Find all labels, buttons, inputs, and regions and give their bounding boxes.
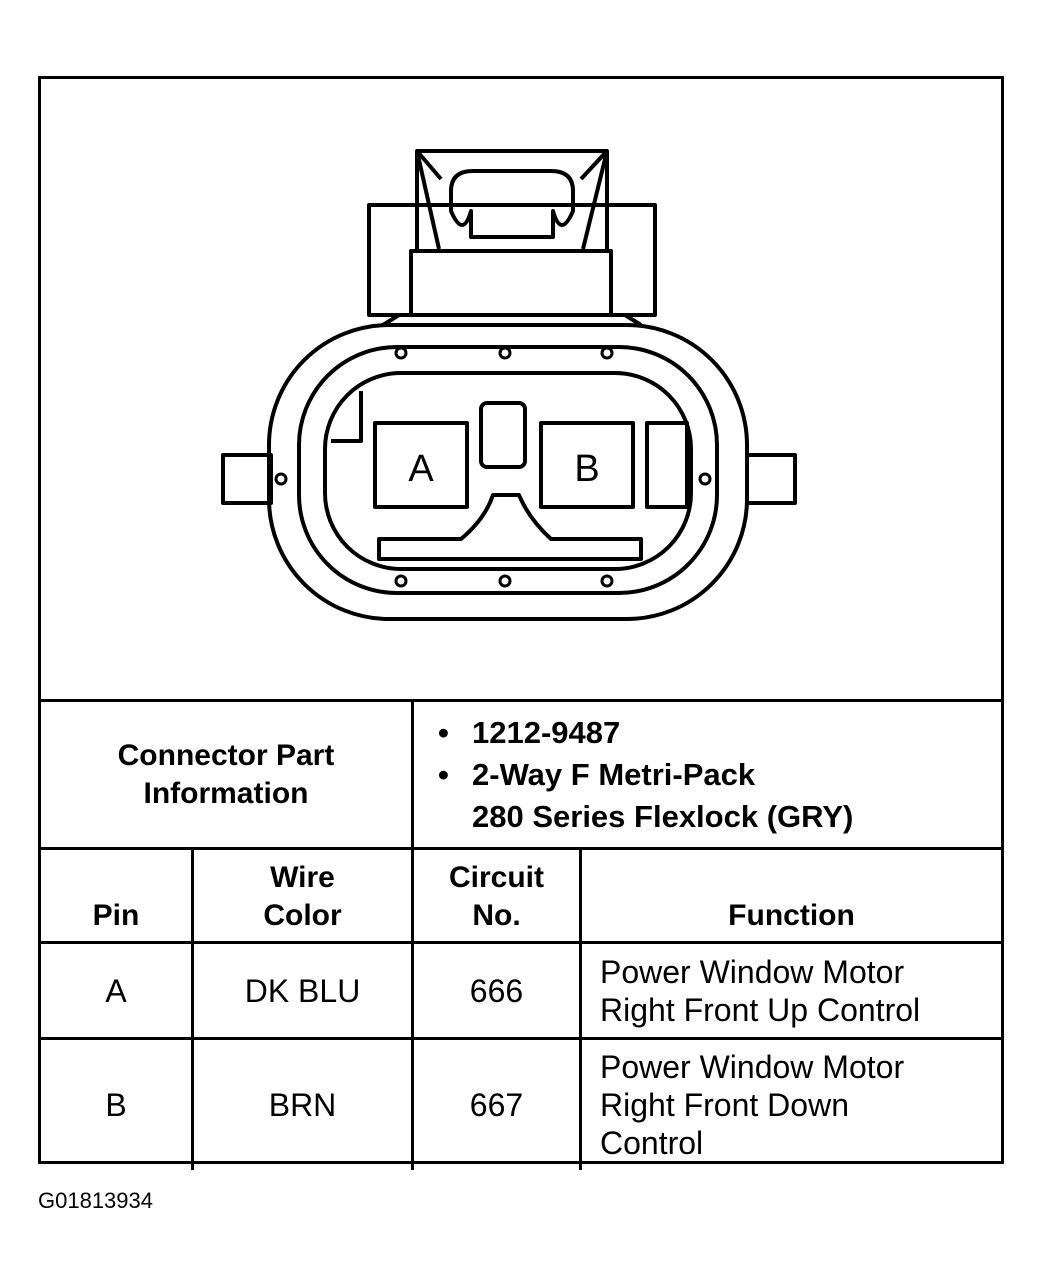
lower-key: [377, 493, 643, 561]
table-header-row: Pin Wire Color Circuit No. Function: [41, 850, 1001, 944]
header-circuit: Circuit No.: [411, 850, 579, 941]
part-description-item: 2-Way F Metri-Pack 280 Series Flexlock (…: [438, 754, 1001, 838]
header-wire-color-line1: Wire: [270, 861, 335, 894]
vent-hole: [274, 472, 288, 486]
function-cell: Power Window Motor Right Front Down Cont…: [579, 1040, 1001, 1170]
function-line: Control: [600, 1125, 704, 1161]
vent-hole: [394, 574, 408, 588]
function-line: Right Front Down: [600, 1087, 849, 1123]
table-row: A DK BLU 666 Power Window Motor Right Fr…: [41, 944, 1001, 1040]
figure-id: G01813934: [38, 1188, 153, 1213]
connector-face-drawing: A B: [221, 149, 797, 621]
vent-hole: [600, 346, 614, 360]
vent-hole: [498, 346, 512, 360]
connector-table: Connector Part Information 1212-9487 2-W…: [41, 699, 1001, 1170]
circuit-value: 666: [469, 972, 524, 1009]
pin-cell: B: [41, 1040, 191, 1170]
header-circuit-line1: Circuit: [448, 861, 544, 894]
table-row: B BRN 667 Power Window Motor Right Front…: [41, 1040, 1001, 1170]
vent-hole: [498, 574, 512, 588]
header-wire-color: Wire Color: [191, 850, 411, 941]
part-description-line1: 2-Way F Metri-Pack: [472, 757, 756, 792]
part-info-row: Connector Part Information 1212-9487 2-W…: [41, 702, 1001, 850]
terminal-cavity-a: [373, 421, 469, 509]
function-line: Power Window Motor: [600, 1049, 905, 1085]
lock-tab-outer: [367, 203, 657, 317]
header-function-text: Function: [728, 899, 855, 932]
function-cell: Power Window Motor Right Front Up Contro…: [579, 944, 1001, 1037]
lock-tab-top: [415, 149, 609, 253]
lock-tab-body: [409, 249, 613, 317]
lock-tab-ramp-right: [579, 149, 609, 250]
pin-value: B: [105, 1087, 127, 1123]
header-wire-color-line2: Color: [263, 899, 342, 932]
header-pin: Pin: [41, 850, 191, 941]
side-ear-right: [745, 453, 797, 505]
pin-label-b: B: [574, 448, 599, 490]
function-line: Right Front Up Control: [600, 991, 921, 1028]
pin-value: A: [105, 972, 127, 1009]
part-info-label: Connector Part Information: [41, 702, 411, 847]
circuit-cell: 666: [411, 944, 579, 1037]
left-cavity-rib: [331, 391, 363, 443]
vent-hole: [600, 574, 614, 588]
housing-cavity: [323, 371, 693, 571]
part-number-item: 1212-9487: [438, 712, 1001, 754]
wire-color-value: DK BLU: [244, 972, 361, 1009]
header-function: Function: [579, 850, 1001, 941]
vent-hole: [394, 346, 408, 360]
part-description-line2: 280 Series Flexlock (GRY): [472, 799, 854, 834]
header-circuit-line2: No.: [472, 899, 521, 932]
part-info-label-line1: Connector Part: [117, 738, 335, 772]
header-pin-text: Pin: [92, 899, 140, 932]
side-ear-left: [221, 453, 273, 505]
right-cavity-rib: [645, 421, 689, 509]
pin-cell: A: [41, 944, 191, 1037]
part-number: 1212-9487: [472, 715, 621, 750]
housing-inner: [297, 345, 719, 595]
vent-hole: [698, 472, 712, 486]
wire-color-cell: DK BLU: [191, 944, 411, 1037]
connector-diagram-frame: A B Connector Part Information 1212-9487…: [38, 76, 1004, 1170]
terminal-cavity-b: [539, 421, 635, 509]
center-key: [479, 401, 527, 469]
lock-tab-ramp-left: [415, 149, 443, 250]
function-line: Power Window Motor: [600, 953, 905, 990]
part-info-values: 1212-9487 2-Way F Metri-Pack 280 Series …: [411, 702, 1001, 847]
lock-tab-window: [449, 169, 575, 239]
circuit-value: 667: [469, 1087, 524, 1123]
pin-label-a: A: [408, 448, 434, 490]
wire-color-value: BRN: [268, 1087, 337, 1123]
circuit-cell: 667: [411, 1040, 579, 1170]
wire-color-cell: BRN: [191, 1040, 411, 1170]
part-info-label-line2: Information: [143, 776, 309, 810]
